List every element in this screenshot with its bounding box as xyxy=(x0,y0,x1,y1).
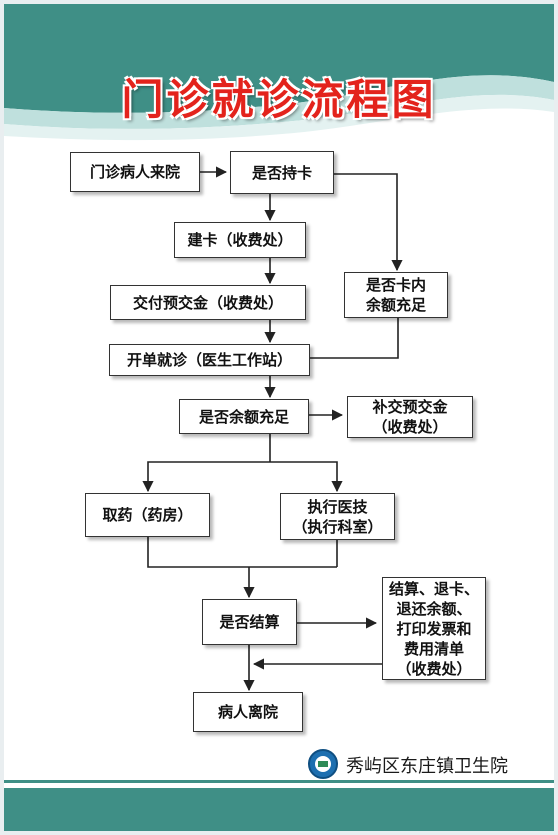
step-prepay: 交付预交金（收费处） xyxy=(110,285,306,320)
step-arrive: 门诊病人来院 xyxy=(70,152,200,192)
step-prescribe: 开单就诊（医生工作站） xyxy=(109,344,310,376)
flow-connectors xyxy=(142,166,403,692)
step-card-balance: 是否卡内 余额充足 xyxy=(344,272,448,318)
step-top-up: 补交预交金 （收费处） xyxy=(347,396,473,438)
step-settle: 是否结算 xyxy=(202,599,297,645)
arrow-to-pharmacy xyxy=(142,461,270,493)
step-checkout: 结算、退卡、 退还余额、 打印发票和 费用清单 （收费处） xyxy=(382,577,486,680)
poster: 门诊就诊流程图 门诊病人来院 是否持卡 建卡（收 xyxy=(4,4,554,831)
header-wave xyxy=(4,4,554,144)
step-has-card: 是否持卡 xyxy=(230,151,334,194)
step-leave: 病人离院 xyxy=(193,692,303,732)
step-balance-enough: 是否余额充足 xyxy=(179,399,309,434)
arrow-card-to-balance xyxy=(334,173,403,272)
join-pharmacy xyxy=(147,537,337,568)
hospital-name: 秀屿区东庄镇卫生院 xyxy=(346,756,508,777)
page-title: 门诊就诊流程图 xyxy=(121,75,437,124)
hospital-logo-icon xyxy=(308,749,338,779)
step-pharmacy: 取药（药房） xyxy=(85,493,210,537)
arrow-to-exam xyxy=(270,461,343,493)
footer-band xyxy=(4,780,554,831)
step-create-card: 建卡（收费处） xyxy=(174,222,306,258)
arrow-balance-to-prescribe xyxy=(310,318,399,359)
step-exam: 执行医技 （执行科室） xyxy=(280,493,395,540)
